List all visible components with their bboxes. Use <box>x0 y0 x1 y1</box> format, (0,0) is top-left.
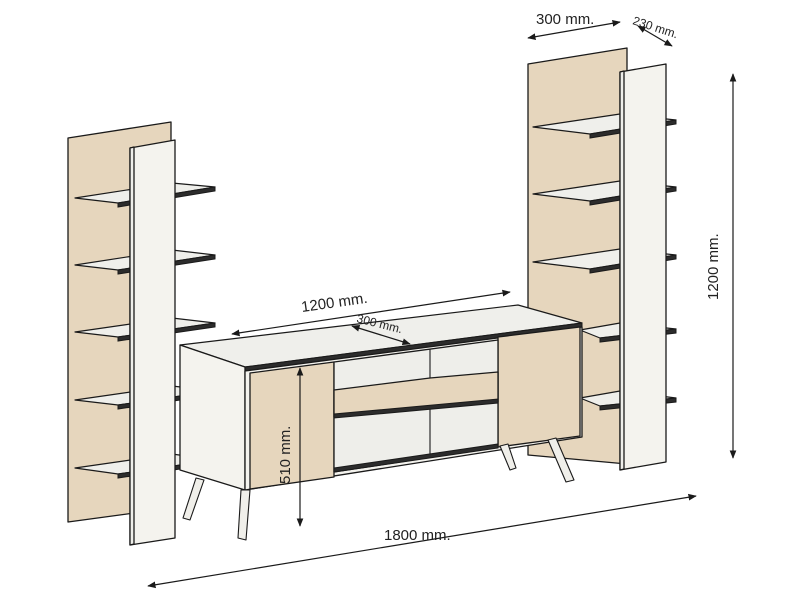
right-front-upright-edge <box>619 70 625 471</box>
dim-line-unit-depth <box>351 325 411 345</box>
dim-line-total-width <box>147 493 697 589</box>
left-shelf-unit <box>67 121 216 546</box>
tv-unit-leg-2 <box>237 489 251 541</box>
tv-unit <box>179 304 583 541</box>
label-top-depth: 300 mm. <box>536 11 594 28</box>
left-front-upright-edge <box>129 146 135 546</box>
right-shelves <box>532 113 677 411</box>
tv-unit-left-door <box>249 361 335 490</box>
label-top-side: 230 mm. <box>631 14 680 42</box>
dim-line-unit-width <box>231 289 511 337</box>
tv-unit-bottom-rail <box>333 443 499 473</box>
tv-unit-leg-4 <box>547 437 575 483</box>
right-front-upright <box>619 63 667 471</box>
dimension-lines <box>147 19 737 589</box>
label-height-right: 1200 mm. <box>705 233 722 300</box>
tv-unit-middle-shelf-edge <box>333 398 499 419</box>
tv-unit-left-side <box>179 344 246 491</box>
tv-unit-right-door <box>497 326 581 448</box>
label-total-width: 1800 mm. <box>384 527 451 544</box>
dim-line-top-depth <box>527 19 621 41</box>
label-unit-height: 510 mm. <box>277 426 294 484</box>
tv-unit-leg-3 <box>499 443 517 471</box>
left-front-upright <box>129 139 176 546</box>
dim-line-top-side <box>637 25 673 47</box>
tv-unit-leg-1 <box>182 477 205 521</box>
